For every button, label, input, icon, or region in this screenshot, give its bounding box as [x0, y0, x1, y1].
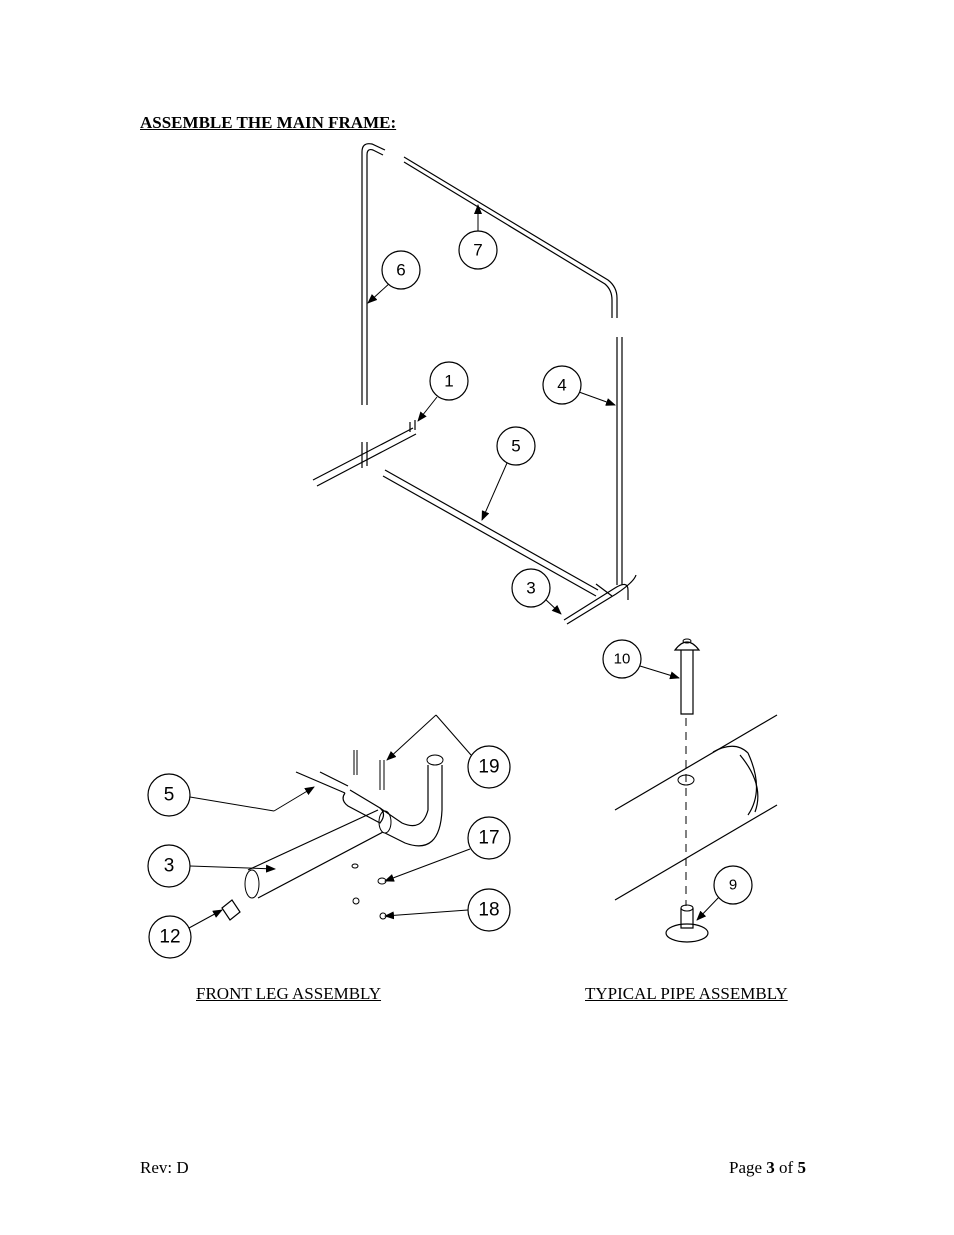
callout-5-leg: 5: [147, 773, 315, 817]
callout-18-label: 18: [478, 900, 499, 921]
callout-1-label: 1: [444, 372, 453, 391]
typical-pipe-caption: TYPICAL PIPE ASSEMBLY: [585, 984, 788, 1003]
callout-17-label: 17: [478, 828, 499, 849]
callout-5-label: 5: [511, 437, 520, 456]
callout-10: 10: [602, 639, 680, 680]
callout-19: 19: [386, 714, 511, 789]
callout-10-label: 10: [614, 651, 631, 668]
callout-3-label: 3: [526, 579, 535, 598]
front-leg-drawing: [221, 750, 444, 921]
front-leg-caption: FRONT LEG ASSEMBLY: [196, 984, 382, 1003]
callout-9: 9: [696, 865, 753, 921]
callout-12-label: 12: [159, 927, 180, 948]
typical-pipe-drawing: [614, 638, 778, 943]
callout-3-leg-label: 3: [164, 856, 175, 877]
callout-4-label: 4: [557, 376, 566, 395]
page-current: 3: [766, 1158, 775, 1177]
callout-9-label: 9: [729, 877, 737, 894]
section-heading: ASSEMBLE THE MAIN FRAME:: [140, 113, 397, 132]
callout-17: 17: [384, 816, 511, 882]
callout-7-label: 7: [473, 241, 482, 260]
page-number: Page 3 of 5: [729, 1158, 806, 1178]
callout-6-label: 6: [396, 261, 405, 280]
callout-7: 7: [458, 204, 498, 270]
callout-5-leg-label: 5: [164, 785, 175, 806]
page-of: of: [779, 1158, 794, 1177]
callout-6: 6: [367, 250, 421, 304]
callout-19-label: 19: [478, 757, 499, 778]
callout-1: 1: [417, 361, 469, 422]
page-total: 5: [797, 1158, 806, 1177]
revision-label: Rev: D: [140, 1158, 189, 1177]
callout-18: 18: [384, 888, 511, 932]
main-frame-drawing: [312, 143, 637, 625]
callout-12: 12: [148, 909, 223, 959]
callout-3: 3: [511, 568, 562, 615]
callout-5: 5: [481, 426, 536, 521]
callout-3-leg: 3: [147, 844, 276, 888]
page-prefix: Page: [729, 1158, 763, 1177]
callout-4: 4: [542, 365, 616, 406]
